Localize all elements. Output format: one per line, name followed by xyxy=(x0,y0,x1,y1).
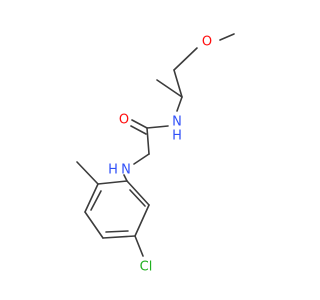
ring-bond-6 xyxy=(97,180,128,185)
atom-n-amide: N xyxy=(172,115,182,130)
ring-inner-double-1 xyxy=(129,189,146,207)
bond-n-amine-ring xyxy=(123,174,128,182)
bond-carbonyl-c-ch2 xyxy=(146,127,150,155)
bond-methyl-methoxy-o xyxy=(219,33,235,41)
molecule-structure-diagram: O O N H N H Cl xyxy=(76,33,235,275)
bond-ch-methyl xyxy=(156,79,183,98)
ring-bond-5 xyxy=(84,183,99,213)
bond-carbonyl-double-2 xyxy=(130,125,147,135)
bond-layer xyxy=(76,33,235,257)
atom-o-methoxy: O xyxy=(202,35,212,50)
ring-bond-4 xyxy=(84,211,104,239)
ring-bond-3 xyxy=(102,235,136,239)
ring-inner-double-2 xyxy=(105,230,129,233)
atom-h-amine: H xyxy=(108,163,118,178)
ring-bond-1 xyxy=(126,180,150,206)
atom-cl: Cl xyxy=(140,260,153,275)
bond-ch-n-amide xyxy=(176,96,183,112)
atom-o-carbonyl: O xyxy=(119,113,129,128)
ring-bond-2 xyxy=(134,204,150,237)
bond-carbonyl-double-1 xyxy=(131,119,148,129)
bond-ring-methyl xyxy=(76,161,99,185)
atom-label-layer: O O N H N H Cl xyxy=(108,35,212,275)
ring-inner-double-3 xyxy=(90,190,102,211)
bond-n-amide-carbonyl-c xyxy=(146,125,169,129)
atom-h-amide: H xyxy=(172,129,182,144)
atom-n-amine: N xyxy=(121,163,131,178)
bond-ch2-n-amine xyxy=(133,153,150,165)
bond-methoxy-o-ch2 xyxy=(173,47,198,71)
bond-ring-cl xyxy=(134,235,144,257)
bond-ch2-ch xyxy=(173,69,183,98)
